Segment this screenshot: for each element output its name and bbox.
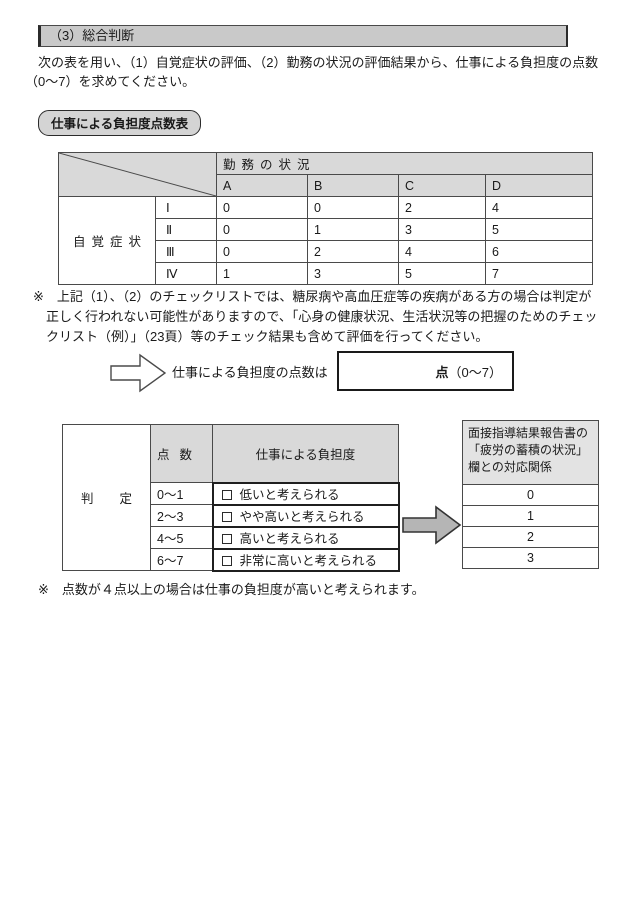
load-option-label: やや高いと考えられる bbox=[239, 510, 365, 524]
score-cell: 2 bbox=[307, 240, 399, 263]
score-cell: 3 bbox=[307, 262, 399, 285]
score-cell: 5 bbox=[485, 218, 593, 241]
score-range: 6～7 bbox=[150, 548, 213, 571]
table-row: 1 bbox=[462, 505, 599, 527]
score-cell: 0 bbox=[216, 240, 308, 263]
correspondence-value: 0 bbox=[462, 484, 599, 506]
judgment-table: 判定 点数 仕事による負担度 0～1 低いと考えられる 2～3 やや高いと考えら… bbox=[62, 424, 400, 572]
score-cell: 0 bbox=[307, 196, 399, 219]
table-row: Ⅳ 1 3 5 7 bbox=[59, 262, 593, 285]
table-row: 2～3 やや高いと考えられる bbox=[63, 503, 400, 528]
score-unit-label: 点 bbox=[435, 364, 449, 380]
correspondence-value: 2 bbox=[462, 526, 599, 548]
checkbox-icon[interactable] bbox=[221, 556, 232, 566]
load-option: 低いと考えられる bbox=[211, 481, 400, 506]
intro-paragraph: 次の表を用い、（1）自覚症状の評価、（2）勤務の状況の評価結果から、仕事による負… bbox=[25, 55, 599, 89]
correspondence-table: 面接指導結果報告書の「疲労の蓄積の状況」欄との対応関係 0 1 2 3 bbox=[462, 420, 599, 569]
checkbox-icon[interactable] bbox=[221, 490, 232, 500]
score-table-title-badge: 仕事による負担度点数表 bbox=[38, 110, 202, 136]
correspondence-header: 面接指導結果報告書の「疲労の蓄積の状況」欄との対応関係 bbox=[462, 420, 599, 485]
score-column-header: 点数 bbox=[150, 424, 213, 483]
score-cell: 0 bbox=[216, 196, 308, 219]
load-option-label: 非常に高いと考えられる bbox=[239, 554, 378, 568]
correspondence-value: 3 bbox=[462, 547, 599, 569]
score-range-label: （0～7） bbox=[448, 364, 502, 380]
column-header-c: C bbox=[398, 174, 486, 197]
table-row: Ⅲ 0 2 4 6 bbox=[59, 240, 593, 263]
table-row: 6～7 非常に高いと考えられる bbox=[63, 547, 400, 572]
score-cell: 1 bbox=[216, 262, 308, 285]
table-row: 自覚症状 Ⅰ 0 0 2 4 bbox=[58, 196, 593, 285]
result-row: 仕事による負担度の点数は 点（0～7） bbox=[110, 351, 590, 393]
checkbox-icon[interactable] bbox=[221, 534, 232, 544]
row-label: Ⅱ bbox=[155, 218, 217, 241]
load-option-label: 高いと考えられる bbox=[239, 532, 340, 546]
column-header-a: A bbox=[216, 174, 308, 197]
work-load-score-table: 勤務の状況 A B C D 自覚症状 Ⅰ 0 0 2 4 Ⅱ 0 1 3 5 Ⅲ… bbox=[58, 152, 593, 285]
score-entry-box[interactable]: 点（0～7） bbox=[337, 351, 514, 391]
result-label: 仕事による負担度の点数は bbox=[172, 365, 328, 380]
column-header-d: D bbox=[485, 174, 593, 197]
row-group-header: 自覚症状 bbox=[58, 196, 156, 285]
correspondence-value: 1 bbox=[462, 505, 599, 527]
score-cell: 7 bbox=[485, 262, 593, 285]
checkbox-icon[interactable] bbox=[221, 512, 232, 522]
section-heading: （3）総合判断 bbox=[38, 25, 568, 47]
diagonal-divider bbox=[59, 153, 216, 196]
score-cell: 0 bbox=[216, 218, 308, 241]
right-arrow-outline-icon bbox=[110, 353, 166, 393]
table-row: Ⅱ 0 1 3 5 bbox=[59, 218, 593, 241]
table-row: 2 bbox=[462, 526, 599, 548]
score-cell: 3 bbox=[398, 218, 486, 241]
judgment-section: 判定 点数 仕事による負担度 0～1 低いと考えられる 2～3 やや高いと考えら… bbox=[0, 420, 630, 585]
score-cell: 1 bbox=[307, 218, 399, 241]
score-cell: 5 bbox=[398, 262, 486, 285]
table-row: 0 bbox=[462, 484, 599, 506]
column-header-b: B bbox=[307, 174, 399, 197]
load-option: 非常に高いと考えられる bbox=[211, 547, 400, 572]
load-option-label: 低いと考えられる bbox=[239, 488, 340, 502]
load-column-header: 仕事による負担度 bbox=[212, 424, 399, 483]
table-row: 4～5 高いと考えられる bbox=[63, 525, 400, 550]
row-label: Ⅲ bbox=[155, 240, 217, 263]
load-option: やや高いと考えられる bbox=[211, 503, 400, 528]
score-range: 0～1 bbox=[150, 482, 213, 505]
score-cell: 4 bbox=[485, 196, 593, 219]
score-note: ※ 点数が４点以上の場合は仕事の負担度が高いと考えられます。 bbox=[38, 582, 425, 597]
column-group-header: 勤務の状況 bbox=[216, 152, 593, 175]
diagonal-header-cell bbox=[58, 152, 217, 197]
score-cell: 4 bbox=[398, 240, 486, 263]
checklist-note: ※ 上記（1）、（2）のチェックリストでは、糖尿病や高血圧症等の疾病がある方の場… bbox=[33, 289, 598, 344]
score-range: 4～5 bbox=[150, 526, 213, 549]
load-option: 高いと考えられる bbox=[211, 525, 400, 550]
score-cell: 6 bbox=[485, 240, 593, 263]
table-row: 3 bbox=[462, 547, 599, 569]
row-label: Ⅰ bbox=[155, 196, 217, 219]
right-arrow-icon bbox=[402, 505, 462, 545]
score-cell: 2 bbox=[398, 196, 486, 219]
judgment-row-group: 判定 bbox=[62, 424, 151, 571]
row-label: Ⅳ bbox=[155, 262, 217, 285]
score-range: 2～3 bbox=[150, 504, 213, 527]
table-row: 0～1 低いと考えられる bbox=[63, 481, 400, 506]
